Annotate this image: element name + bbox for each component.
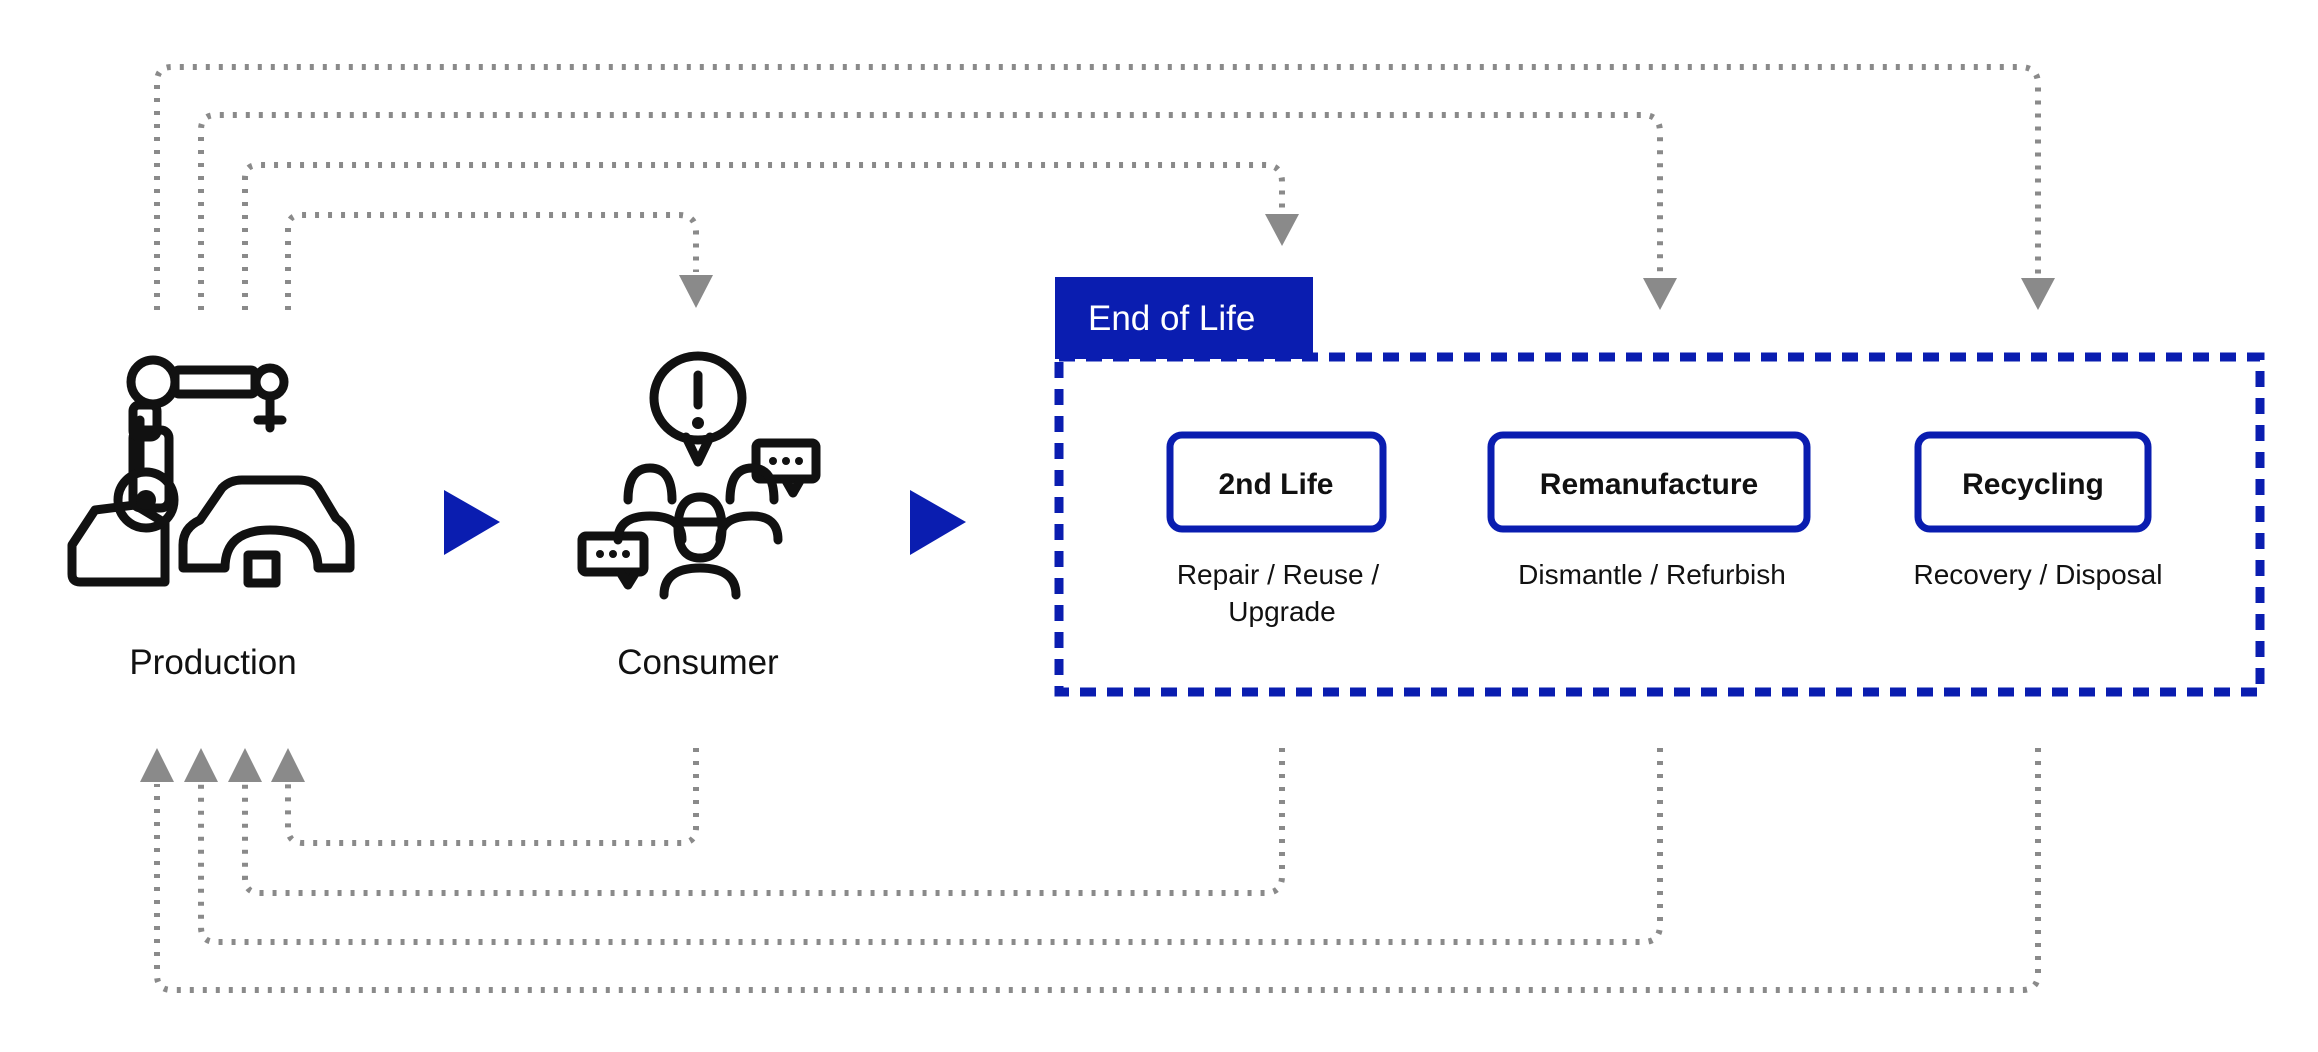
- loop-production-to-consumer: [285, 212, 699, 310]
- option-recycling-desc: Recovery / Disposal: [1914, 559, 2163, 590]
- return-remanufacture-to-production: [198, 748, 1663, 945]
- end-of-life-title-tab: [1055, 277, 1313, 359]
- consumers-speech-icon: [577, 351, 821, 600]
- return-recycling-to-production: [154, 748, 2041, 993]
- option-remanufacture-label: Remanufacture: [1540, 468, 1758, 501]
- consumer-label: Consumer: [617, 643, 779, 682]
- option-remanufacture-desc: Dismantle / Refurbish: [1518, 559, 1786, 590]
- arrow-down-2nd-life: [1265, 214, 1299, 246]
- robot-arm-car-icon: [67, 355, 355, 588]
- return-2nd-life-to-production: [242, 748, 1285, 896]
- option-remanufacture-box: [1487, 431, 1811, 533]
- arrow-down-remanufacture: [1643, 278, 1677, 310]
- option-2nd-life-box: [1166, 431, 1387, 533]
- arrow-right-consumer-end-of-life: [910, 490, 966, 555]
- return-consumer-to-production: [285, 748, 699, 846]
- option-recycling-box: [1914, 431, 2152, 533]
- option-2nd-life-label: 2nd Life: [1218, 468, 1333, 501]
- option-2nd-life-desc-1: Repair / Reuse /: [1177, 559, 1380, 590]
- production-label: Production: [129, 643, 296, 682]
- option-recycling-label: Recycling: [1962, 468, 2104, 501]
- arrow-right-production-consumer: [444, 490, 500, 555]
- loop-production-to-recycling: [154, 64, 2041, 310]
- arrow-down-recycling: [2021, 278, 2055, 310]
- end-of-life-dashed-frame: [1054, 352, 2265, 697]
- arrow-up-return-3: [184, 748, 218, 782]
- end-of-life-title: End of Life: [1088, 299, 1255, 338]
- end-of-life-group: End of Life 2nd Life Repair / Reuse / Up…: [1054, 277, 2265, 697]
- loop-production-to-remanufacture: [198, 112, 1663, 310]
- arrow-up-return-2: [228, 748, 262, 782]
- arrow-up-return-4: [140, 748, 174, 782]
- arrow-up-return-1: [271, 748, 305, 782]
- return-loops: [140, 748, 2041, 993]
- option-2nd-life-desc-2: Upgrade: [1228, 596, 1335, 627]
- arrow-down-consumer: [679, 275, 713, 308]
- forward-loops: [154, 64, 2055, 310]
